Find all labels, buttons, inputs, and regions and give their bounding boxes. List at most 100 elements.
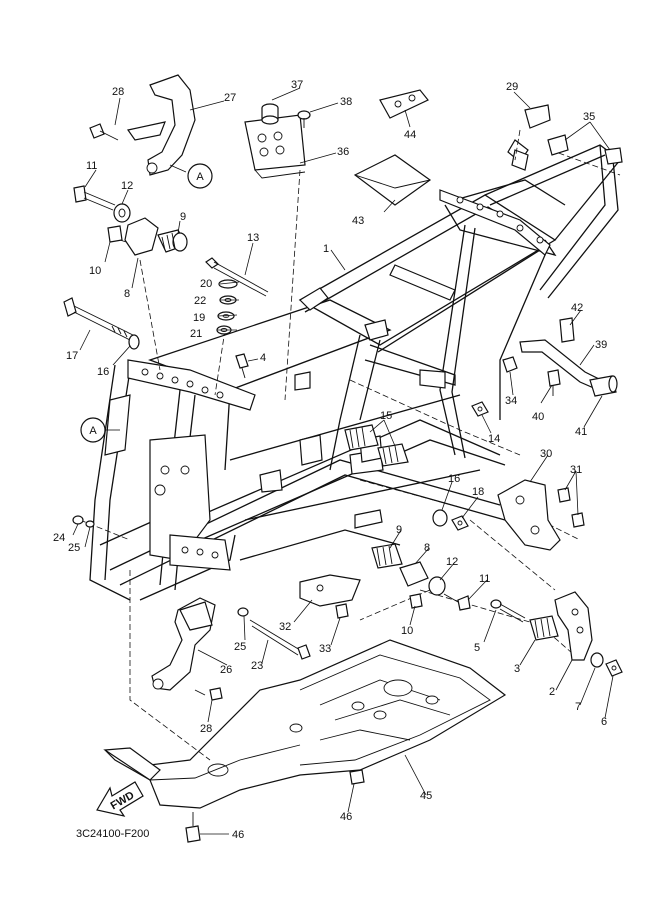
cap-35 <box>547 134 623 165</box>
washer-25-lower <box>237 607 249 617</box>
bolt-40 <box>547 369 561 396</box>
washer-stack <box>216 279 238 335</box>
svg-text:A: A <box>89 425 97 437</box>
washer-16-lower <box>432 509 448 527</box>
part-label-16-lower: 16 <box>448 473 460 485</box>
bolt-28-upper <box>89 123 119 141</box>
clip-42 <box>559 317 575 343</box>
part-label-3: 3 <box>514 663 520 675</box>
bolt-33 <box>335 603 349 619</box>
washer-16-upper <box>128 334 140 350</box>
forward-arrow-icon: FWD <box>96 781 144 817</box>
part-labels: 1 2 3 4 5 6 7 8 8 9 9 10 10 11 11 12 12 … <box>53 79 607 841</box>
part-label-19: 19 <box>193 312 205 324</box>
part-label-42: 42 <box>571 302 583 314</box>
part-label-21: 21 <box>190 328 202 340</box>
nut-14 <box>471 401 489 417</box>
part-label-4: 4 <box>260 352 266 364</box>
part-label-43: 43 <box>352 215 364 227</box>
bolt-4 <box>235 353 249 379</box>
part-label-34: 34 <box>505 395 517 407</box>
part-label-36: 36 <box>337 146 349 158</box>
part-label-14: 14 <box>488 433 500 445</box>
part-label-24: 24 <box>53 532 65 544</box>
bolt-10-upper <box>107 225 123 243</box>
part-label-6: 6 <box>601 716 607 728</box>
part-label-40: 40 <box>532 411 544 423</box>
main-frame <box>89 139 621 601</box>
washer-24 <box>72 515 84 525</box>
part-label-18: 18 <box>472 486 484 498</box>
part-label-39: 39 <box>595 339 607 351</box>
bolt-11-lower <box>443 593 471 611</box>
part-label-25-left: 25 <box>68 542 80 554</box>
part-label-32: 32 <box>279 621 291 633</box>
diagram-code: 3C24100-F200 <box>76 828 149 840</box>
collar-12-upper <box>113 203 131 223</box>
part-label-7: 7 <box>575 701 581 713</box>
part-label-1: 1 <box>323 243 329 255</box>
nut-34 <box>502 356 518 373</box>
part-label-37: 37 <box>291 79 303 91</box>
part-label-16-upper: 16 <box>97 366 109 378</box>
part-label-12-lower: 12 <box>446 556 458 568</box>
part-label-45: 45 <box>420 790 432 802</box>
bracket-8-upper <box>124 217 159 256</box>
part-label-8-upper: 8 <box>124 288 130 300</box>
bolt-46-low <box>185 812 201 843</box>
bracket-8-lower <box>399 561 429 587</box>
footrest-bracket-lower <box>151 597 216 691</box>
part-label-28-lower: 28 <box>200 723 212 735</box>
part-label-11-upper: 11 <box>86 160 97 172</box>
part-label-17: 17 <box>66 350 78 362</box>
part-label-38: 38 <box>340 96 352 108</box>
bolt-17 <box>63 297 136 342</box>
bolt-10-lower <box>409 593 423 609</box>
bushing-9-lower <box>371 543 403 569</box>
part-label-26: 26 <box>220 664 232 676</box>
bracket-44 <box>379 89 429 119</box>
part-label-9-lower: 9 <box>396 524 402 536</box>
part-label-46-mid: 46 <box>340 811 352 823</box>
reference-marker-upper: A <box>187 163 213 189</box>
part-label-5: 5 <box>474 642 480 654</box>
pouch-43 <box>353 154 432 206</box>
part-label-44: 44 <box>404 129 416 141</box>
bracket-32 <box>299 574 361 607</box>
skid-plate <box>103 639 507 809</box>
bushing-3 <box>529 615 559 641</box>
part-label-10-lower: 10 <box>401 625 413 637</box>
part-label-11-lower: 11 <box>479 573 490 585</box>
bracket-36 <box>244 114 306 179</box>
grommet-37 <box>261 103 279 125</box>
clip-29 <box>524 104 551 129</box>
nut-18 <box>451 515 469 531</box>
bolt-5 <box>490 599 526 623</box>
part-label-20: 20 <box>200 278 212 290</box>
part-label-2: 2 <box>549 686 555 698</box>
bolt-28-lower <box>194 687 223 701</box>
part-label-29: 29 <box>506 81 518 93</box>
part-label-28-upper: 28 <box>112 86 124 98</box>
part-label-31: 31 <box>570 464 582 476</box>
bushing-41 <box>589 375 618 397</box>
part-label-22: 22 <box>194 295 206 307</box>
collar-12-lower <box>428 576 446 596</box>
bushing-15 <box>344 424 409 467</box>
part-label-33: 33 <box>319 643 331 655</box>
part-label-35: 35 <box>583 111 595 123</box>
footrest-bracket-upper <box>126 74 196 176</box>
part-label-13: 13 <box>247 232 259 244</box>
part-label-12-upper: 12 <box>121 180 133 192</box>
part-label-15: 15 <box>380 410 392 422</box>
svg-text:A: A <box>196 171 204 183</box>
washer-25-left <box>85 520 95 528</box>
part-label-41: 41 <box>575 426 587 438</box>
part-label-27: 27 <box>224 92 236 104</box>
part-label-9-upper: 9 <box>180 211 186 223</box>
washer-7 <box>590 652 604 668</box>
bracket-2 <box>554 591 593 661</box>
reference-marker-left: A <box>80 417 106 443</box>
part-label-10-upper: 10 <box>89 265 101 277</box>
